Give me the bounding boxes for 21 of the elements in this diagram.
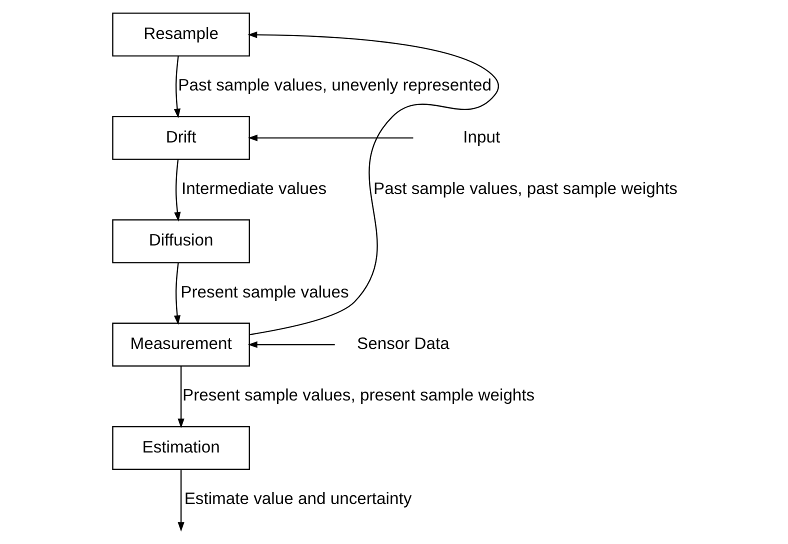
arrow xyxy=(248,134,414,142)
arrow xyxy=(178,470,184,532)
arrow xyxy=(174,56,181,118)
node-box: Measurement xyxy=(112,322,250,367)
arrow xyxy=(248,341,335,348)
edge-label: Past sample values, past sample weights xyxy=(373,179,678,198)
edge-label: Past sample values, unevenly represented xyxy=(178,76,492,95)
arrow xyxy=(174,159,181,222)
arrow xyxy=(178,366,184,428)
node-box: Estimation xyxy=(112,426,250,470)
edge-label: Estimate value and uncertainty xyxy=(184,489,412,508)
node-box: Resample xyxy=(112,12,250,57)
node-text: Sensor Data xyxy=(356,334,450,354)
edge-label: Present sample values, present sample weights xyxy=(182,386,535,405)
node-box: Diffusion xyxy=(112,219,250,264)
edge-label: Present sample values xyxy=(180,282,349,302)
arrow xyxy=(174,262,181,325)
edge-label: Intermediate values xyxy=(181,179,327,198)
node-text: Input xyxy=(463,127,500,146)
arrow xyxy=(248,32,499,336)
node-box: Drift xyxy=(112,116,250,160)
